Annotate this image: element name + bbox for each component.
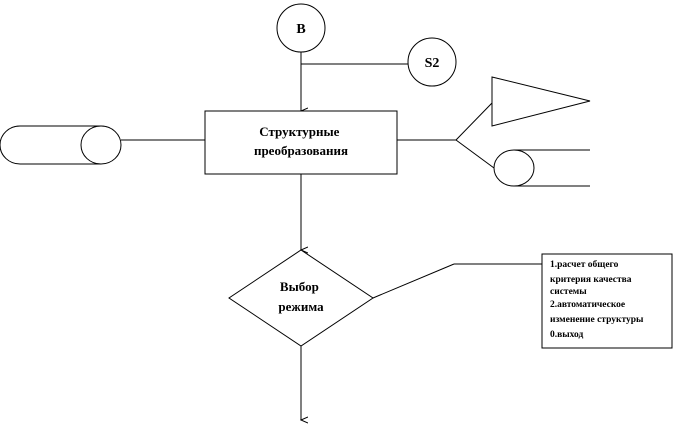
option-line-2: критерия качества [550,275,632,285]
option-line-1: 1.расчет общего [550,259,619,270]
output-triangle [491,76,591,127]
decision-diamond: Выбор режима [228,249,374,347]
options-note-text: 1.расчет общего критерия качества систем… [550,259,646,340]
connector-s2: S2 [407,37,457,87]
branch-to-display [455,102,493,141]
connector-b: B [276,3,326,53]
process-label: Структурные преобразования [254,124,348,158]
options-note: 1.расчет общего критерия качества систем… [541,253,673,349]
option-line-6: 0.выход [550,330,584,340]
decision-label: Выбор режима [278,279,324,314]
process-label-line-2: преобразования [254,143,348,158]
branch-to-storage [455,139,495,169]
decision-label-line-2: режима [278,299,324,314]
process-label-line-1: Структурные [259,124,339,139]
connector-s2-label: S2 [425,56,440,71]
connector-b-label: B [296,22,305,37]
option-line-4: 2.автоматическое [550,300,625,310]
storage-left [0,125,122,165]
option-line-3: системы [550,287,587,297]
storage-right [493,149,590,187]
decision-label-line-1: Выбор [280,279,319,294]
process-box: Структурные преобразования [204,110,398,175]
line-decision-to-note [372,263,455,299]
option-line-5: изменение структуры [550,315,644,325]
